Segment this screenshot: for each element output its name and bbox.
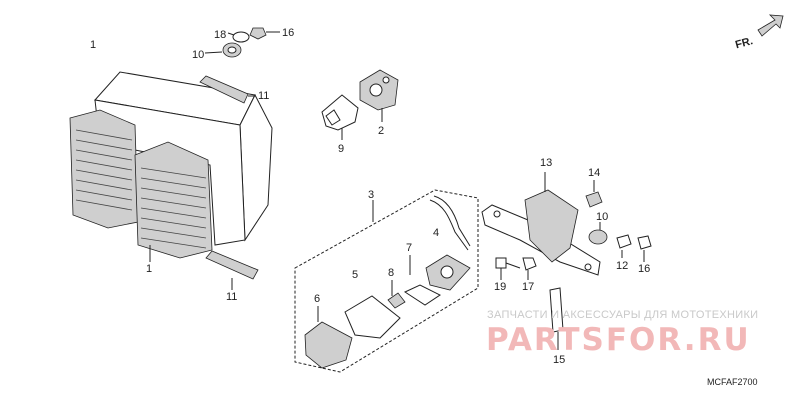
callout-4: 4	[433, 227, 439, 239]
callout-14: 14	[588, 167, 600, 179]
callout-7: 7	[406, 242, 412, 254]
callout-13: 13	[540, 157, 552, 169]
license-light-group	[294, 189, 479, 373]
callout-9: 9	[338, 143, 344, 155]
callout-5: 5	[352, 269, 358, 281]
rubber-strip-lower	[205, 250, 259, 290]
front-direction-label: FR.	[734, 35, 754, 51]
callout-16-b: 16	[638, 263, 650, 275]
callout-18: 18	[214, 29, 226, 41]
callout-8: 8	[388, 267, 394, 279]
grommet-top	[204, 27, 280, 58]
tail-light-assembly	[69, 71, 273, 262]
watermark: ЗАПЧАСТИ И АКСЕССУАРЫ ДЛЯ МОТОТЕХНИКИ PA…	[486, 309, 758, 358]
license-bracket	[481, 172, 601, 350]
watermark-brand: PARTSFOR.RU	[486, 322, 751, 358]
callout-10: 10	[192, 49, 204, 61]
callout-2: 2	[378, 125, 384, 137]
callout-11: 11	[258, 90, 269, 102]
callout-1-b: 1	[90, 39, 96, 51]
callout-15: 15	[553, 354, 565, 366]
callout-12: 12	[616, 260, 628, 272]
callout-17: 17	[522, 281, 534, 293]
callout-19: 19	[494, 281, 506, 293]
watermark-tagline: ЗАПЧАСТИ И АКСЕССУАРЫ ДЛЯ МОТОТЕХНИКИ	[487, 309, 758, 321]
callout-3: 3	[368, 189, 374, 201]
rubber-strip-upper	[199, 75, 256, 104]
grommet-right	[585, 180, 652, 262]
callout-16: 16	[282, 27, 294, 39]
callout-11-b: 11	[226, 291, 237, 303]
diagram-code: MCFAF2700	[707, 377, 758, 387]
callout-1: 1	[146, 263, 152, 275]
bulb-socket	[359, 69, 399, 122]
callout-10-b: 10	[596, 211, 608, 223]
callout-6: 6	[314, 293, 320, 305]
bulb	[321, 94, 359, 140]
callouts: 1 1 2 3 4 5 6 7 8 9 10 10 11 11 12 13 14…	[90, 27, 650, 366]
front-direction-arrow-icon	[757, 14, 784, 37]
